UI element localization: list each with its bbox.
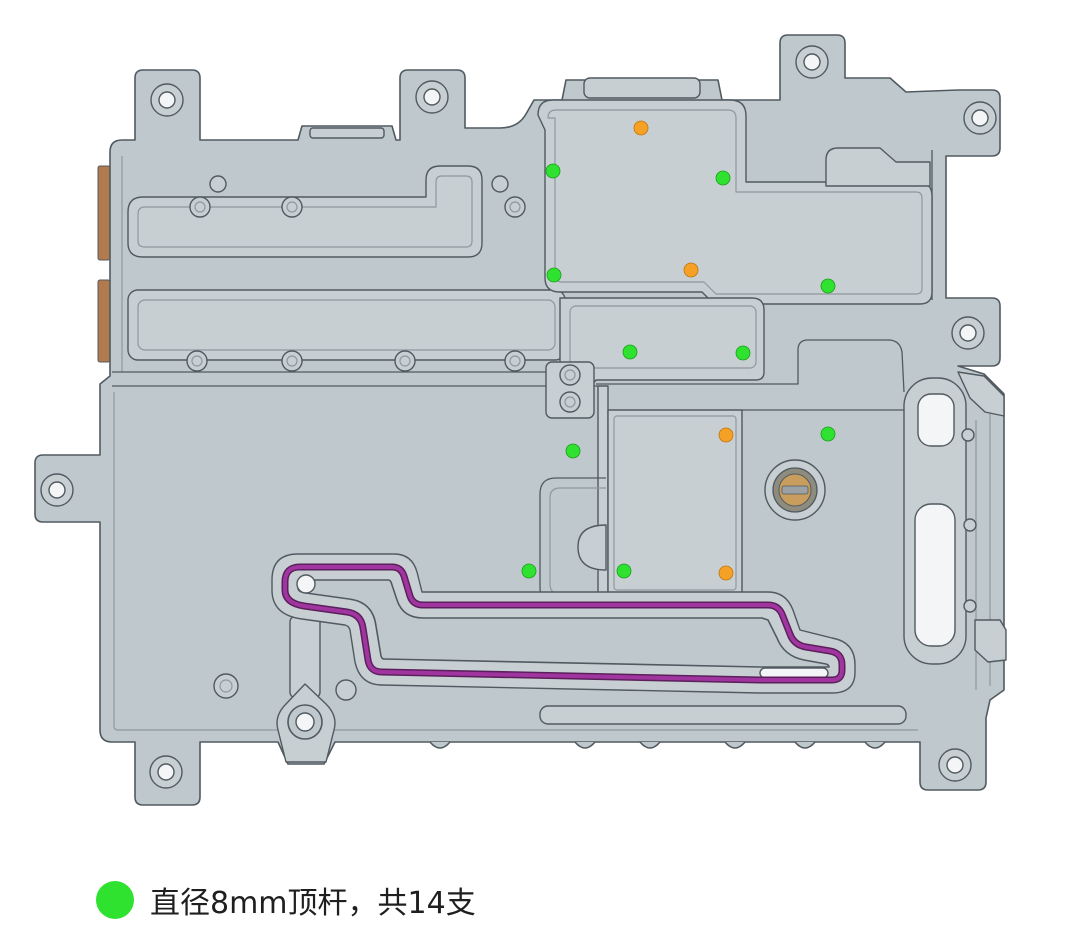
legend-marker-green-dot <box>96 881 134 919</box>
boss <box>213 673 239 699</box>
bottom-edge-notch <box>574 741 596 749</box>
channel-upper-fillet <box>137 175 473 248</box>
left-edge-strips <box>97 165 111 363</box>
slot-lower <box>914 503 956 647</box>
boss-center <box>191 355 203 367</box>
mounting-tab-hole <box>959 324 977 342</box>
upper-right-step <box>825 147 931 187</box>
top-features <box>209 77 701 193</box>
mounting-tab-hole <box>423 88 441 106</box>
middle-blocks <box>539 297 905 605</box>
boss-center <box>399 355 411 367</box>
bottom-edge-notch <box>429 741 451 749</box>
boss-center <box>286 355 298 367</box>
bottom-edge-notch <box>864 741 886 749</box>
slot-upper <box>917 393 955 447</box>
ejector-pin-markers <box>521 120 836 581</box>
ejector-pin-orange <box>718 565 734 581</box>
ejector-pin-green <box>545 163 561 179</box>
bottom-edge-notch <box>724 741 746 749</box>
bottom-edge-notch <box>639 741 661 749</box>
half-round-notch <box>577 524 607 571</box>
bottom-edge-notch <box>794 741 816 749</box>
edge-boss <box>963 518 977 532</box>
boss-center <box>194 201 206 213</box>
bottom-rib <box>539 705 907 725</box>
ejector-pin-green <box>565 443 581 459</box>
boss <box>281 350 303 372</box>
ejector-pin-green <box>546 267 562 283</box>
ejector-pin-green <box>622 344 638 360</box>
boss <box>504 350 526 372</box>
top-left-boss <box>309 127 385 139</box>
edge-boss <box>963 599 977 613</box>
lower-middle-block-fillet <box>613 415 737 591</box>
ejector-pin-green <box>820 278 836 294</box>
copper-strip-lower <box>97 279 111 363</box>
boss-center <box>219 679 233 693</box>
lower-middle-block <box>607 409 743 597</box>
mounting-tab-hole <box>157 763 175 781</box>
ejector-pin-green <box>715 170 731 186</box>
copper-strip-upper <box>97 165 111 261</box>
bottom-boss-hole <box>295 712 315 732</box>
center-boss-slot <box>781 485 809 495</box>
boss-center <box>564 396 576 408</box>
boss-center <box>286 201 298 213</box>
inner-flange-line-bottom <box>113 392 918 731</box>
boss <box>504 196 526 218</box>
small-boss <box>209 175 227 193</box>
boss-center <box>509 355 521 367</box>
small-boss <box>491 175 509 193</box>
ejector-pin-green <box>616 563 632 579</box>
channel-loop-rib-inner <box>297 579 830 668</box>
legend: 直径8mm顶杆，共14支 <box>96 878 476 922</box>
center-boss <box>764 459 826 521</box>
small-boss-pad <box>545 361 595 419</box>
left-channels <box>127 165 566 372</box>
boss-center <box>509 201 521 213</box>
boss <box>189 196 211 218</box>
top-center-boss <box>583 77 701 99</box>
edge-boss <box>961 428 975 442</box>
mounting-tab-hole <box>971 109 989 127</box>
mounting-tab-hole <box>158 91 176 109</box>
boss <box>559 391 581 413</box>
boss-center <box>564 369 576 381</box>
channel-bosses <box>186 196 526 372</box>
ejector-pin-green <box>735 345 751 361</box>
middle-block <box>559 297 765 391</box>
mounting-holes <box>40 45 997 789</box>
mounting-tab-hole <box>48 481 66 499</box>
purple-channel <box>283 565 844 682</box>
ejector-pin-orange <box>683 262 699 278</box>
right-bracket-upper <box>957 371 1005 417</box>
upper-block-fillet <box>547 109 923 295</box>
channel-loop-hole <box>296 574 316 594</box>
channel-lower-fillet <box>137 299 556 351</box>
boss <box>559 364 581 386</box>
boss <box>281 196 303 218</box>
mounting-tab-hole <box>803 53 821 71</box>
boss <box>335 679 357 701</box>
upper-block-outline <box>537 99 933 305</box>
ejector-pin-orange <box>718 427 734 443</box>
right-slots <box>903 371 1007 665</box>
upper-right-block <box>537 99 933 305</box>
boss <box>186 350 208 372</box>
ejector-pin-green <box>521 563 537 579</box>
ejector-pin-green <box>820 426 836 442</box>
legend-label: 直径8mm顶杆，共14支 <box>150 886 476 921</box>
boss <box>394 350 416 372</box>
right-bracket-lower <box>974 619 1007 663</box>
ejector-pin-orange <box>633 120 649 136</box>
lower-features <box>213 615 907 763</box>
channel-upper <box>127 165 483 258</box>
middle-block-fillet <box>569 305 757 369</box>
mounting-tab-hole <box>946 756 964 774</box>
right-region-outline <box>722 339 905 393</box>
purple-channel-loop <box>271 553 856 694</box>
